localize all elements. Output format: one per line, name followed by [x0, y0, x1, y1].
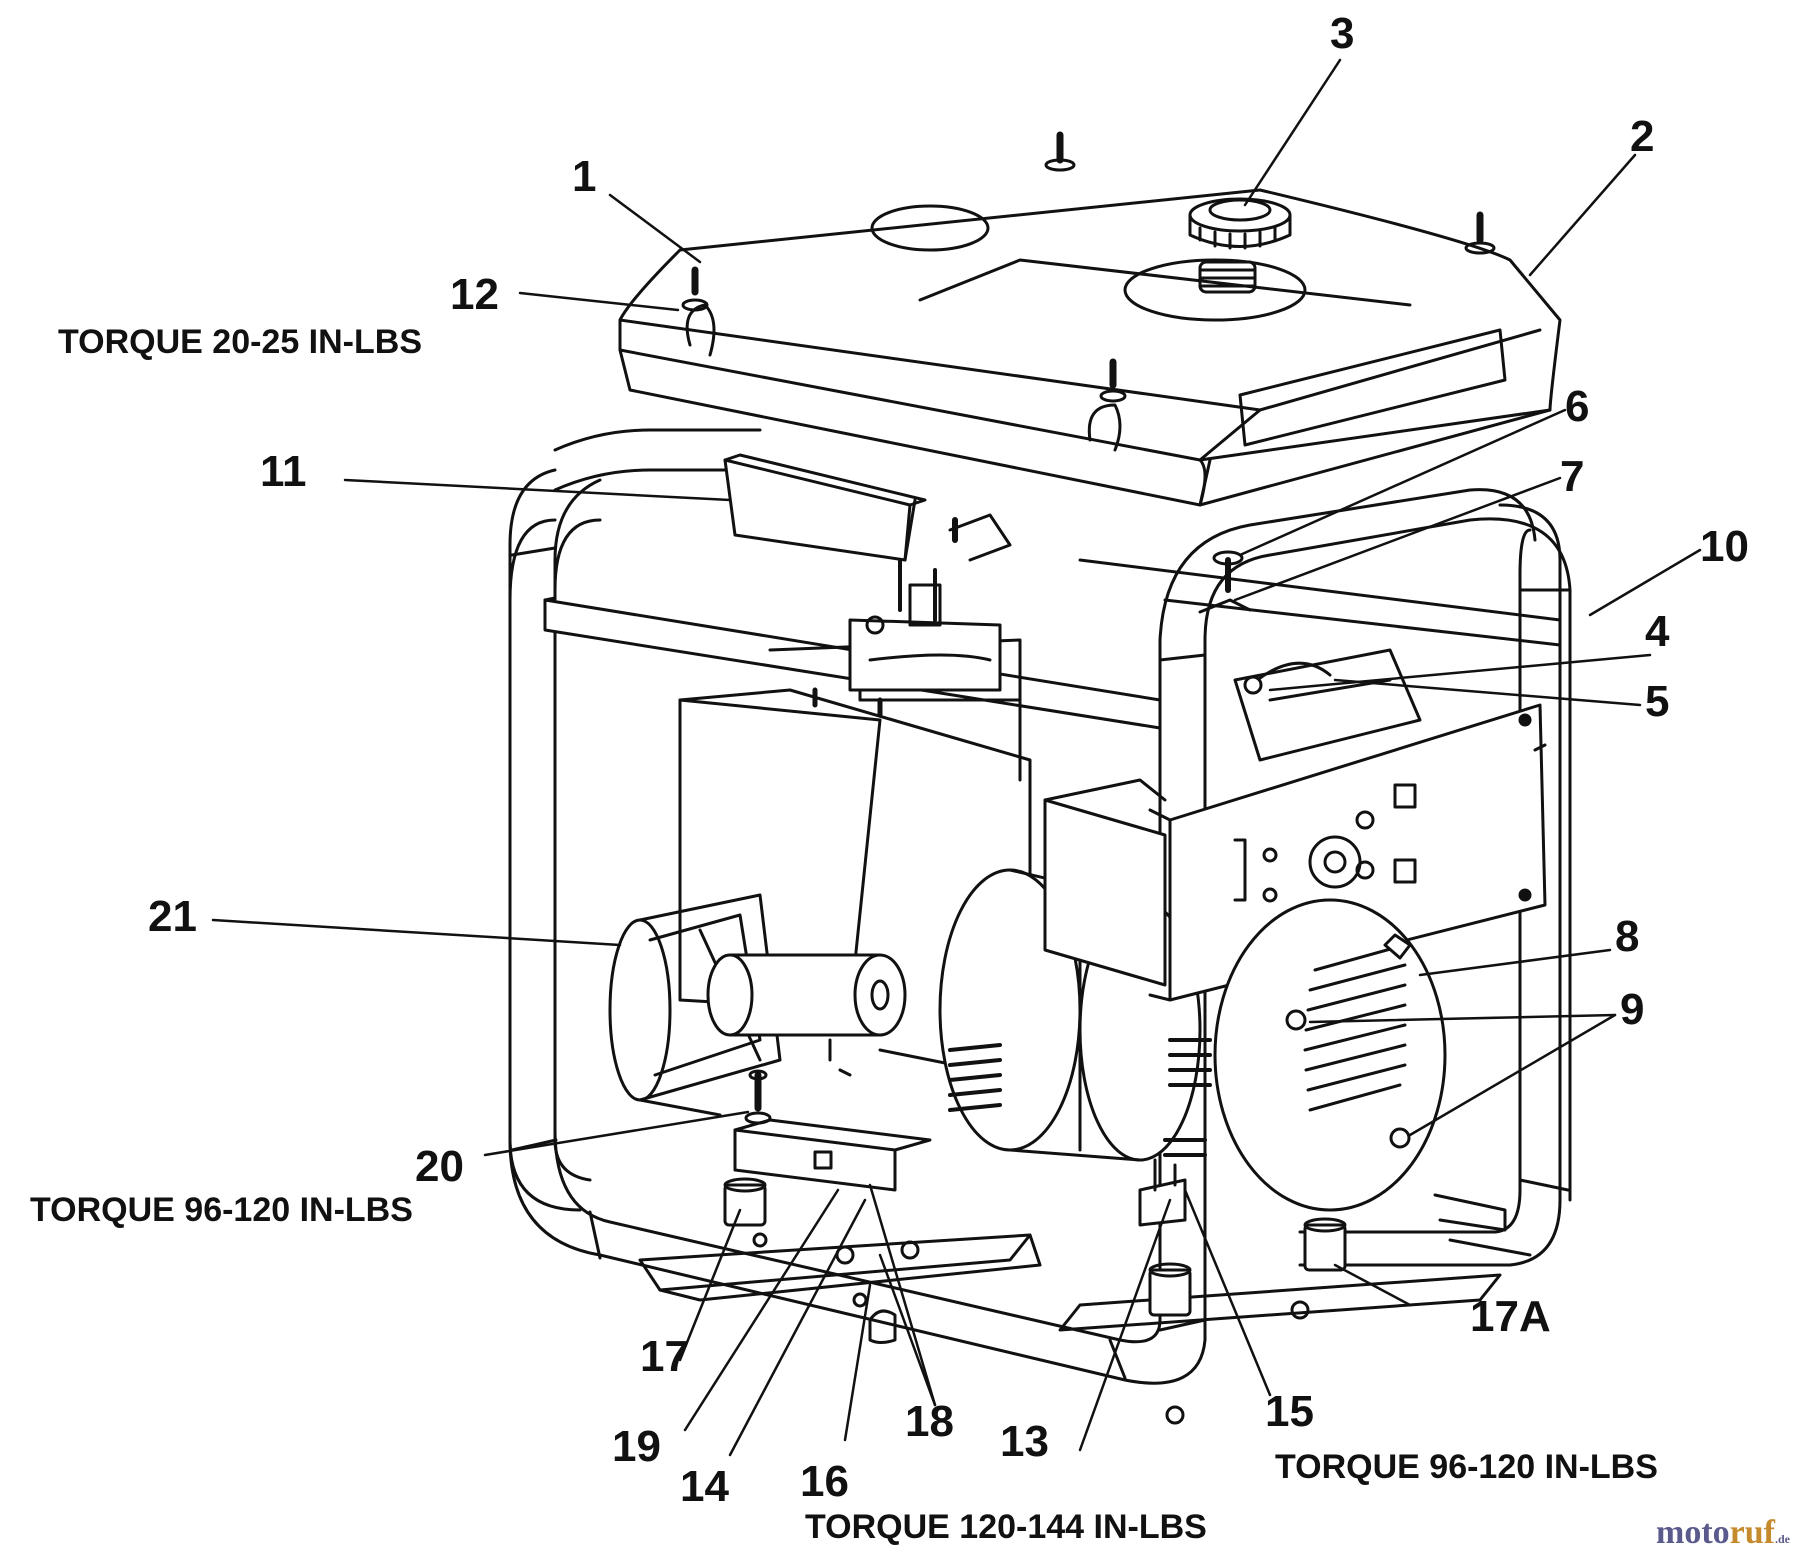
callout-5: 5: [1645, 677, 1670, 726]
callout-8: 8: [1615, 912, 1640, 961]
callout-12: 12: [450, 270, 499, 319]
callout-11: 11: [260, 447, 307, 496]
engine: [678, 618, 1032, 1082]
callout-13: 13: [1000, 1417, 1049, 1466]
callout-10: 10: [1700, 522, 1749, 571]
fuel-cap: [1188, 197, 1292, 250]
callout-19: 19: [612, 1422, 661, 1471]
watermark-logo: motoruf.de: [1656, 1514, 1790, 1551]
callout-21: 21: [148, 892, 197, 941]
torque-note-base-nuts: TORQUE 120-144 IN-LBS: [805, 1508, 1207, 1546]
callout-6: 6: [1565, 382, 1590, 431]
callout-18: 18: [905, 1397, 954, 1446]
callout-9: 9: [1620, 985, 1645, 1034]
callout-17a: 17A: [1470, 1292, 1551, 1341]
callout-4: 4: [1645, 607, 1670, 656]
callout-17: 17: [640, 1332, 689, 1381]
mount-bolt: [638, 1069, 772, 1125]
muffler-bracket: [723, 453, 1332, 695]
recoil-housing: [1213, 898, 1447, 1212]
callout-2: 2: [1630, 112, 1655, 161]
callout-14: 14: [680, 1462, 729, 1511]
torque-note-base-bracket: TORQUE 96-120 IN-LBS: [1275, 1448, 1658, 1486]
callout-7: 7: [1560, 452, 1585, 501]
callout-3: 3: [1330, 9, 1355, 58]
air-cleaner: [608, 893, 907, 1102]
callout-16: 16: [800, 1457, 849, 1506]
frame: [508, 428, 1572, 1385]
callout-20: 20: [415, 1142, 464, 1191]
torque-note-tank-bolts: TORQUE 20-25 IN-LBS: [58, 323, 423, 361]
leader-lines: [211, 58, 1702, 1457]
torque-note-mount-bolt: TORQUE 96-120 IN-LBS: [30, 1191, 413, 1229]
fuel-tank: [618, 188, 1562, 507]
base: [638, 1118, 1532, 1425]
callout-1: 1: [572, 152, 597, 201]
tank-bolts: [681, 131, 1496, 403]
callout-15: 15: [1265, 1387, 1314, 1436]
